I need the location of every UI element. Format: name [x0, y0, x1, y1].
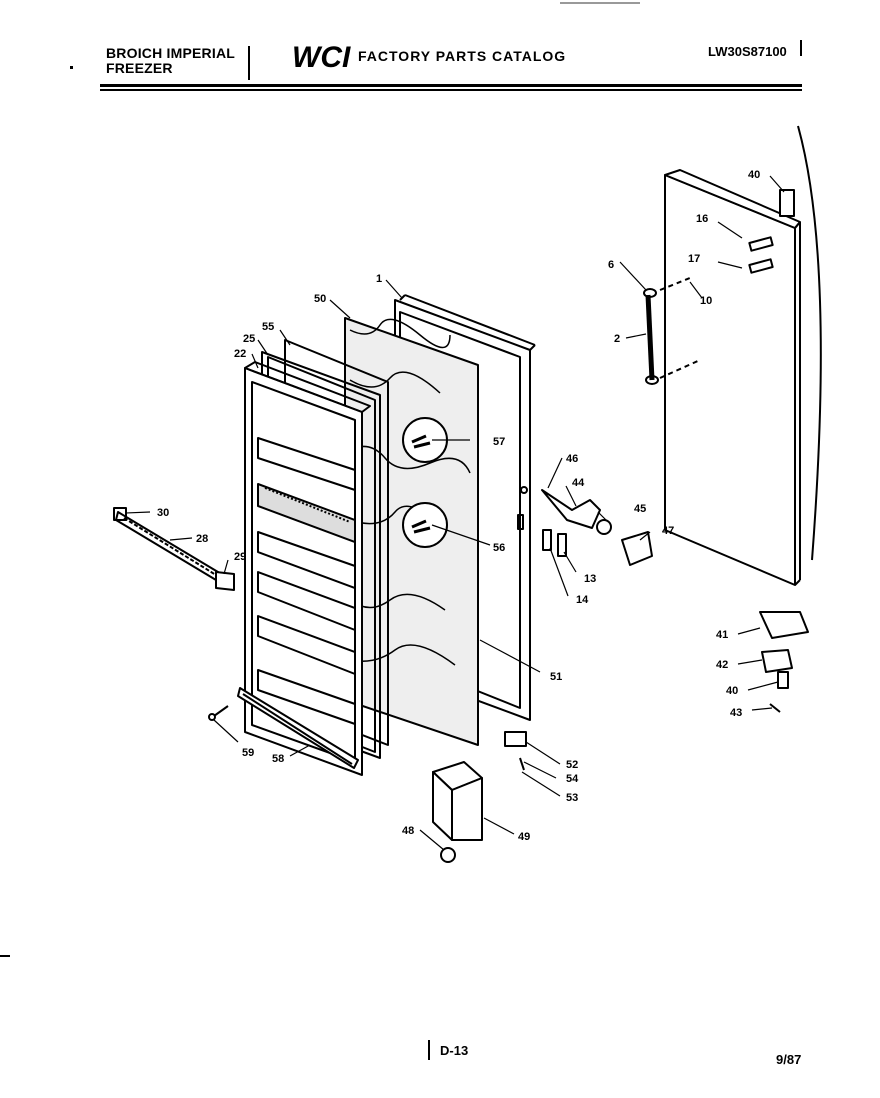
- part-label-14: 14: [576, 594, 589, 606]
- bottom-hinge-bracket: [504, 731, 527, 771]
- part-label-55: 55: [262, 321, 274, 333]
- bottom-trim: [237, 687, 359, 769]
- model-number: LW30S87100: [708, 44, 787, 59]
- header-divider: [248, 46, 250, 80]
- part-label-1: 1: [376, 273, 382, 285]
- part-label-53: 53: [566, 792, 578, 804]
- part-number-labels: 1 50 55 25 22 57 56 51 30 28 29 59 58 46…: [157, 169, 760, 843]
- scan-speck: [560, 2, 640, 4]
- part-label-49: 49: [518, 831, 530, 843]
- screw-59: [208, 705, 229, 721]
- catalog-title: FACTORY PARTS CATALOG: [358, 48, 567, 64]
- logo-text: WCI: [292, 41, 351, 72]
- part-label-58: 58: [272, 753, 284, 765]
- shelf-bar: [113, 507, 235, 591]
- header-rule: [100, 84, 802, 87]
- page-code: D-13: [440, 1043, 469, 1058]
- insulation-panel: [344, 317, 479, 746]
- part-label-16: 16: [696, 213, 708, 225]
- door-handle: [643, 277, 701, 385]
- part-label-28: 28: [196, 533, 208, 545]
- part-label-57: 57: [493, 436, 505, 448]
- part-label-46: 46: [566, 453, 578, 465]
- part-label-42: 42: [716, 659, 728, 671]
- part-label-30: 30: [157, 507, 169, 519]
- outer-door-panel: [664, 169, 801, 586]
- part-label-40-bottom: 40: [726, 685, 738, 697]
- part-label-50: 50: [314, 293, 326, 305]
- scan-speck: [70, 66, 73, 69]
- part-label-6: 6: [608, 259, 614, 271]
- latch-assembly: [541, 489, 653, 566]
- footer-divider: [428, 1040, 430, 1060]
- part-label-48: 48: [402, 825, 414, 837]
- model-divider: [800, 40, 802, 56]
- part-label-13: 13: [584, 573, 596, 585]
- leader-lines: [125, 175, 785, 851]
- part-label-2: 2: [614, 333, 620, 345]
- scan-mark: [0, 955, 10, 957]
- header-rule-secondary: [100, 89, 802, 91]
- part-label-47: 47: [662, 525, 674, 537]
- brand-block: BROICH IMPERIAL FREEZER: [106, 46, 235, 76]
- part-label-51: 51: [550, 671, 562, 683]
- part-label-41: 41: [716, 629, 728, 641]
- part-label-44: 44: [572, 477, 585, 489]
- part-label-52: 52: [566, 759, 578, 771]
- part-label-25: 25: [243, 333, 255, 345]
- cabinet-edge: [797, 125, 822, 561]
- part-label-56: 56: [493, 542, 505, 554]
- part-label-54: 54: [566, 773, 579, 785]
- part-label-40-top: 40: [748, 169, 760, 181]
- wci-logo: WCI: [292, 41, 351, 72]
- part-label-43: 43: [730, 707, 742, 719]
- part-label-22: 22: [234, 348, 246, 360]
- revision-date: 9/87: [776, 1052, 802, 1067]
- part-label-17: 17: [688, 253, 700, 265]
- toe-bracket: [432, 761, 483, 863]
- brand-name: BROICH IMPERIAL: [106, 45, 235, 61]
- part-label-45: 45: [634, 503, 646, 515]
- hinge-assembly: [759, 189, 809, 713]
- part-label-59: 59: [242, 747, 254, 759]
- product-type: FREEZER: [106, 60, 173, 76]
- part-label-29: 29: [234, 551, 246, 563]
- part-label-10: 10: [700, 295, 712, 307]
